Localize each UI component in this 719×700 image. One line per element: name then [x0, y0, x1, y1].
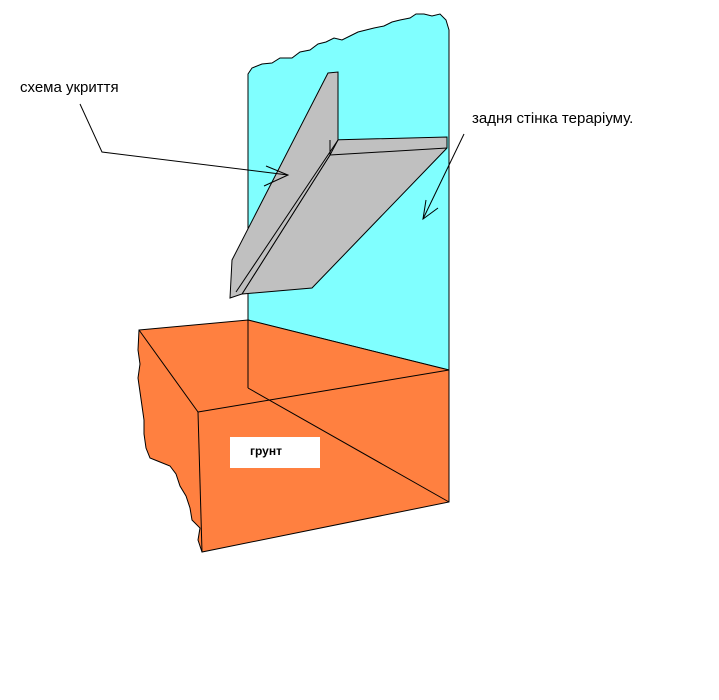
back-wall-pointer-line	[422, 133, 465, 220]
shelter-back-plate	[229, 71, 339, 299]
shelter-scheme-label: схема укриття	[20, 79, 119, 96]
shelter-fold-3	[329, 147, 448, 156]
back-wall-arrowhead	[422, 199, 439, 221]
soil-block	[137, 319, 450, 553]
soil-edge-front	[197, 411, 203, 553]
soil-edge-top	[197, 369, 450, 413]
soil-diagonal	[247, 387, 450, 503]
back-wall-label: задня стінка тераріуму.	[472, 110, 633, 127]
shelter-pointer-line	[79, 103, 289, 176]
soil-edge-left	[138, 329, 199, 413]
shelter-fold-2	[235, 139, 339, 293]
shelter-arrowhead	[263, 165, 290, 187]
soil-label-box	[230, 437, 320, 468]
soil-label: грунт	[250, 444, 282, 458]
